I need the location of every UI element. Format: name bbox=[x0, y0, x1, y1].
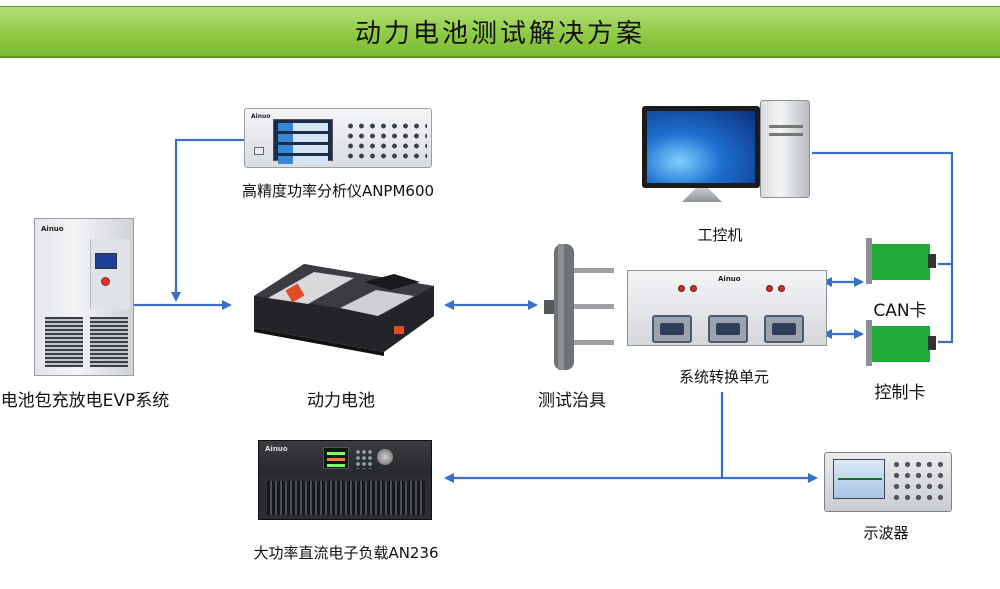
label-load: 大功率直流电子负载AN236 bbox=[253, 544, 439, 562]
page-title: 动力电池测试解决方案 bbox=[354, 19, 645, 49]
power-analyzer-icon: Ainuo bbox=[244, 108, 432, 168]
monitor-screen bbox=[647, 111, 755, 183]
label-battery: 动力电池 bbox=[307, 391, 375, 411]
battery-pack-icon bbox=[244, 256, 440, 358]
cabinet-estop bbox=[101, 277, 110, 286]
analyzer-keypad bbox=[345, 121, 427, 161]
oscilloscope-icon bbox=[824, 452, 952, 512]
label-evp: 电池包充放电EVP系统 bbox=[0, 391, 170, 411]
switch-connector bbox=[708, 315, 748, 343]
label-analyzer: 高精度功率分析仪ANPM600 bbox=[241, 182, 435, 200]
evp-cabinet-icon: Ainuo bbox=[34, 218, 134, 376]
load-knob bbox=[377, 449, 393, 465]
load-brand: Ainuo bbox=[265, 445, 288, 453]
switch-unit-icon: Ainuo bbox=[627, 270, 827, 346]
test-fixture-icon bbox=[540, 240, 618, 372]
electronic-load-icon: Ainuo bbox=[258, 440, 432, 520]
line-analyzer-battery bbox=[171, 138, 244, 302]
label-computer: 工控机 bbox=[697, 226, 743, 244]
label-oscilloscope: 示波器 bbox=[863, 524, 909, 542]
analyzer-screen bbox=[273, 119, 333, 164]
industrial-pc-icon bbox=[642, 106, 760, 188]
title-bar: 动力电池测试解决方案 bbox=[0, 6, 1000, 58]
line-computer-cards bbox=[812, 151, 954, 344]
can-card-icon bbox=[866, 238, 936, 284]
cabinet-brand: Ainuo bbox=[41, 225, 64, 233]
analyzer-power-switch bbox=[254, 147, 264, 155]
label-can-card: CAN卡 bbox=[873, 301, 927, 321]
load-display bbox=[323, 447, 349, 469]
cabinet-panel bbox=[90, 239, 130, 309]
scope-screen bbox=[833, 459, 885, 499]
cabinet-display bbox=[95, 253, 117, 269]
scope-knobs bbox=[891, 459, 947, 505]
label-control-card: 控制卡 bbox=[874, 383, 926, 403]
load-vent bbox=[267, 481, 425, 515]
analyzer-brand: Ainuo bbox=[251, 113, 271, 120]
cabinet-vent bbox=[90, 317, 128, 367]
control-card-icon bbox=[866, 320, 936, 366]
pc-tower-icon bbox=[760, 100, 810, 198]
label-fixture: 测试治具 bbox=[538, 391, 606, 411]
cabinet-vent bbox=[45, 317, 83, 367]
load-buttons bbox=[355, 449, 373, 469]
switch-connector bbox=[652, 315, 692, 343]
switch-brand: Ainuo bbox=[718, 275, 741, 283]
label-switch-unit: 系统转换单元 bbox=[678, 368, 769, 386]
switch-connector bbox=[764, 315, 804, 343]
